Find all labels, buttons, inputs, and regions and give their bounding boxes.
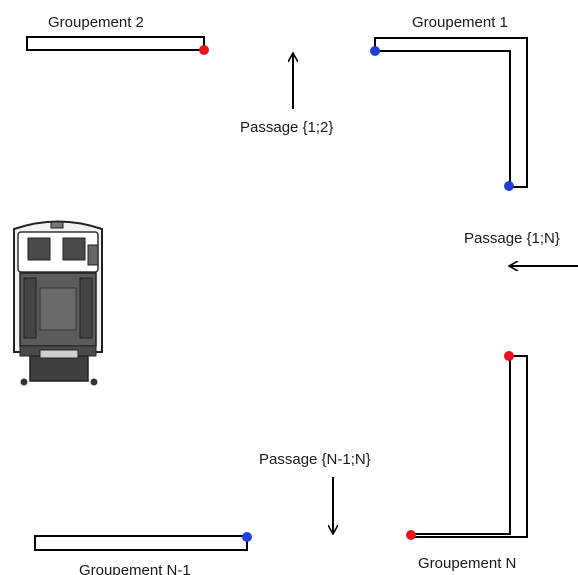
passage-1-n-label: Passage {1;N}: [464, 230, 560, 247]
group-2-label: Groupement 2: [48, 14, 144, 31]
group-1-blue-endpoint-top: [370, 46, 380, 56]
group-n-red-endpoint-top: [504, 351, 514, 361]
group-2-bar: [26, 36, 205, 51]
group-n: Groupement N: [406, 351, 528, 572]
group-1: Groupement 1: [370, 14, 528, 191]
group-n-1: Groupement N-1: [34, 532, 252, 575]
passage-n-1-n: Passage {N-1;N}: [259, 451, 371, 533]
group-n-label: Groupement N: [418, 555, 516, 572]
group-1-label: Groupement 1: [412, 14, 508, 31]
group-n-1-blue-endpoint: [242, 532, 252, 542]
group-n-1-bar: [34, 535, 248, 551]
passage-1-2-label: Passage {1;2}: [240, 119, 333, 136]
passage-1-n: Passage {1;N}: [464, 230, 578, 266]
group-2-red-endpoint: [199, 45, 209, 55]
group-n-1-label: Groupement N-1: [79, 562, 191, 575]
group-n-red-endpoint-bottom: [406, 530, 416, 540]
passage-1-2: Passage {1;2}: [240, 54, 333, 136]
passage-n-1-n-label: Passage {N-1;N}: [259, 451, 371, 468]
group-1-blue-endpoint-bottom: [504, 181, 514, 191]
group-1-bar: [374, 37, 528, 188]
group-n-bar: [411, 355, 528, 538]
robot-vehicle-icon: [13, 220, 103, 386]
group-2: Groupement 2: [26, 14, 209, 55]
